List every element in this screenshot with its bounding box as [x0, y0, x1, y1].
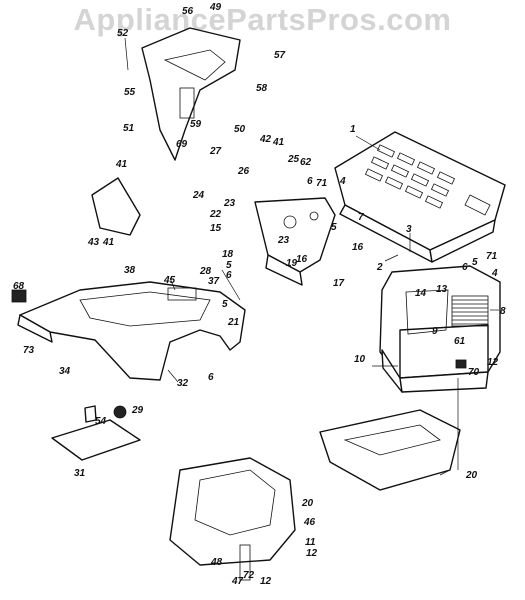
callout-7: 7 [358, 212, 364, 223]
callout-43: 43 [87, 237, 100, 248]
callout-21: 21 [227, 317, 240, 328]
callout-29: 29 [131, 405, 144, 416]
callout-42: 42 [259, 134, 272, 145]
callout-8: 8 [500, 306, 506, 317]
callout-26: 26 [237, 166, 250, 177]
callout-2: 2 [376, 262, 383, 273]
side-bracket [91, 177, 141, 236]
callout-23: 23 [277, 235, 290, 246]
callout-5: 5 [226, 260, 232, 271]
callout-52: 52 [117, 28, 129, 39]
callout-4: 4 [491, 268, 498, 279]
callout-3: 3 [406, 224, 412, 235]
callout-12: 12 [260, 576, 272, 587]
callout-37: 37 [208, 276, 220, 287]
callout-41: 41 [115, 159, 128, 170]
callout-41: 41 [272, 137, 285, 148]
callout-34: 34 [59, 366, 71, 377]
steering-assembly [141, 27, 241, 161]
watermark: AppliancePartsPros.com [73, 2, 452, 37]
callout-73: 73 [23, 345, 35, 356]
dash-panel [254, 197, 336, 286]
callout-5: 5 [331, 222, 337, 233]
callout-50: 50 [234, 124, 246, 135]
callout-6: 6 [208, 372, 214, 383]
callout-19: 19 [286, 258, 298, 269]
callout-51: 51 [123, 123, 135, 134]
callout-16: 16 [352, 242, 364, 253]
callout-11: 11 [305, 537, 316, 548]
callout-10: 10 [354, 354, 366, 365]
callout-27: 27 [209, 146, 222, 157]
callout-1: 1 [350, 124, 356, 135]
callout-9: 9 [432, 326, 438, 337]
callout-61: 61 [454, 336, 466, 347]
callout-28: 28 [199, 266, 212, 277]
callout-24: 24 [192, 190, 205, 201]
callout-72: 72 [243, 570, 255, 581]
callout-12: 12 [306, 548, 318, 559]
callout-15: 15 [210, 223, 222, 234]
grille-housing [379, 265, 501, 393]
callout-48: 48 [210, 557, 223, 568]
callout-55: 55 [124, 87, 136, 98]
callout-56: 56 [182, 6, 194, 17]
callout-6: 6 [226, 270, 232, 281]
callout-49: 49 [209, 2, 222, 13]
callout-22: 22 [209, 209, 222, 220]
callout-labels: 1 2 3 4 4 5 5 5 5 6 6 6 6 7 8 9 10 11 12… [13, 2, 506, 587]
engine [169, 457, 296, 581]
callout-58: 58 [256, 83, 268, 94]
seat-pan [51, 405, 141, 461]
callout-47: 47 [231, 576, 244, 587]
callout-20: 20 [465, 470, 478, 481]
callout-62: 62 [300, 157, 312, 168]
callout-13: 13 [436, 284, 448, 295]
callout-71: 71 [486, 251, 498, 262]
callout-69: 69 [176, 139, 188, 150]
callout-4: 4 [339, 176, 346, 187]
callout-25: 25 [287, 154, 300, 165]
callout-32: 32 [177, 378, 189, 389]
callout-31: 31 [74, 468, 86, 479]
leader-lines [124, 37, 499, 476]
callout-68: 68 [13, 281, 25, 292]
callout-45: 45 [163, 275, 176, 286]
callout-38: 38 [124, 265, 136, 276]
callout-59: 59 [190, 119, 202, 130]
callout-54: 54 [95, 416, 107, 427]
callout-5: 5 [472, 257, 478, 268]
callout-70: 70 [468, 367, 480, 378]
callout-14: 14 [415, 288, 427, 299]
callout-71: 71 [316, 178, 328, 189]
callout-23: 23 [223, 198, 236, 209]
callout-57: 57 [274, 50, 286, 61]
callout-5: 5 [222, 299, 228, 310]
callout-6: 6 [307, 176, 313, 187]
callout-12: 12 [487, 357, 499, 368]
hood [334, 131, 506, 263]
fender [11, 281, 246, 381]
front-frame [319, 409, 461, 491]
callout-18: 18 [222, 249, 234, 260]
callout-46: 46 [303, 517, 316, 528]
callout-6: 6 [462, 262, 468, 273]
callout-20: 20 [301, 498, 314, 509]
callout-41: 41 [102, 237, 115, 248]
callout-16: 16 [296, 254, 308, 265]
callout-17: 17 [333, 278, 345, 289]
